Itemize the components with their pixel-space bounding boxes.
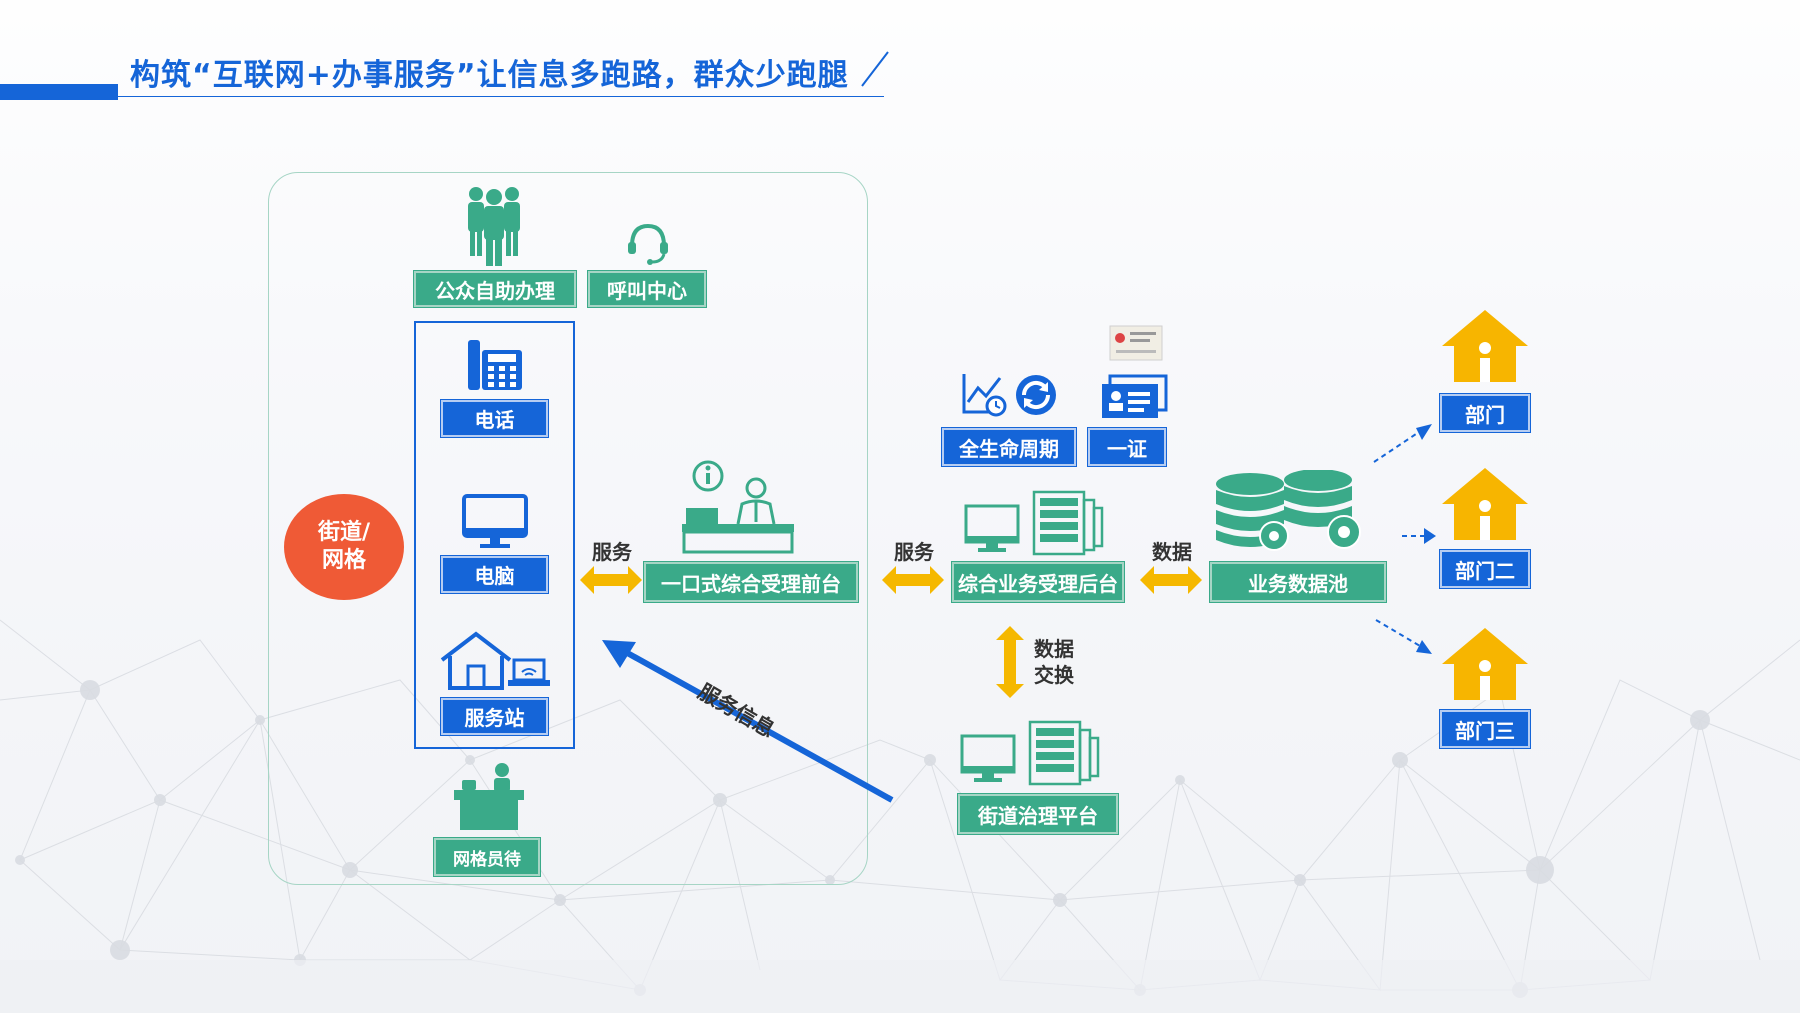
front-desk-label: 一口式综合受理前台 <box>644 562 858 602</box>
id-card-icon <box>1102 325 1168 418</box>
department-3-label: 部门三 <box>1440 710 1530 748</box>
phone-label: 电话 <box>441 400 548 437</box>
service-station-label: 服务站 <box>441 698 548 735</box>
info-clerk-icon <box>682 460 794 554</box>
data-text: 数据 <box>1152 540 1192 564</box>
data-exchange-line1: 数据 <box>1034 637 1074 661</box>
department-1-label: 部门 <box>1440 394 1530 432</box>
chart-clock-icon <box>962 374 1007 417</box>
header-underline <box>118 96 884 97</box>
channel-box <box>414 321 575 749</box>
grid-staff-label: 网格员待 <box>434 838 540 876</box>
computer-label: 电脑 <box>441 556 548 593</box>
service-right-text: 服务 <box>894 540 934 564</box>
telephone-icon <box>468 340 522 390</box>
service-right-arrow <box>882 566 944 594</box>
refresh-icon <box>1016 375 1056 415</box>
access-channel-frame <box>268 172 868 885</box>
public-self-service-label: 公众自助办理 <box>414 271 576 307</box>
house-laptop-icon <box>440 631 550 690</box>
desk-staff-icon <box>454 763 524 830</box>
headset-icon <box>628 223 668 265</box>
lifecycle-label: 全生命周期 <box>942 428 1076 466</box>
service-info-arrow <box>602 640 894 803</box>
data-arrow <box>1140 566 1202 594</box>
data-exchange-arrow <box>996 626 1024 698</box>
server-monitor-icon <box>964 490 1104 556</box>
street-platform-label: 街道治理平台 <box>958 794 1118 834</box>
people-icon <box>468 187 520 266</box>
page-title: 构筑“互联网+办事服务”让信息多跑路，群众少跑腿 <box>130 58 849 93</box>
platform-server-icon <box>960 720 1100 786</box>
department-house-icon <box>1442 628 1528 700</box>
department-house-icon <box>1442 468 1528 540</box>
service-left-text: 服务 <box>592 540 632 564</box>
department-house-icon <box>1442 310 1528 382</box>
street-grid-line2: 网格 <box>321 548 366 573</box>
department-dashed-arrows <box>1373 424 1436 654</box>
department-2-label: 部门二 <box>1440 550 1530 588</box>
database-gear-icon <box>1216 470 1361 551</box>
monitor-icon <box>462 494 528 548</box>
header-accent-bar <box>0 84 118 100</box>
data-exchange-line2: 交换 <box>1034 663 1074 687</box>
back-office-label: 综合业务受理后台 <box>952 562 1124 602</box>
service-left-arrow <box>580 566 642 594</box>
one-id-label: 一证 <box>1088 428 1166 466</box>
header-slash-icon <box>861 51 889 87</box>
call-center-label: 呼叫中心 <box>588 271 706 307</box>
data-exchange-text: 数据 交换 <box>1034 636 1074 688</box>
street-grid-circle: 街道/ 网格 <box>284 494 404 600</box>
street-grid-line1: 街道/ <box>317 520 371 545</box>
data-pool-label: 业务数据池 <box>1210 562 1386 602</box>
